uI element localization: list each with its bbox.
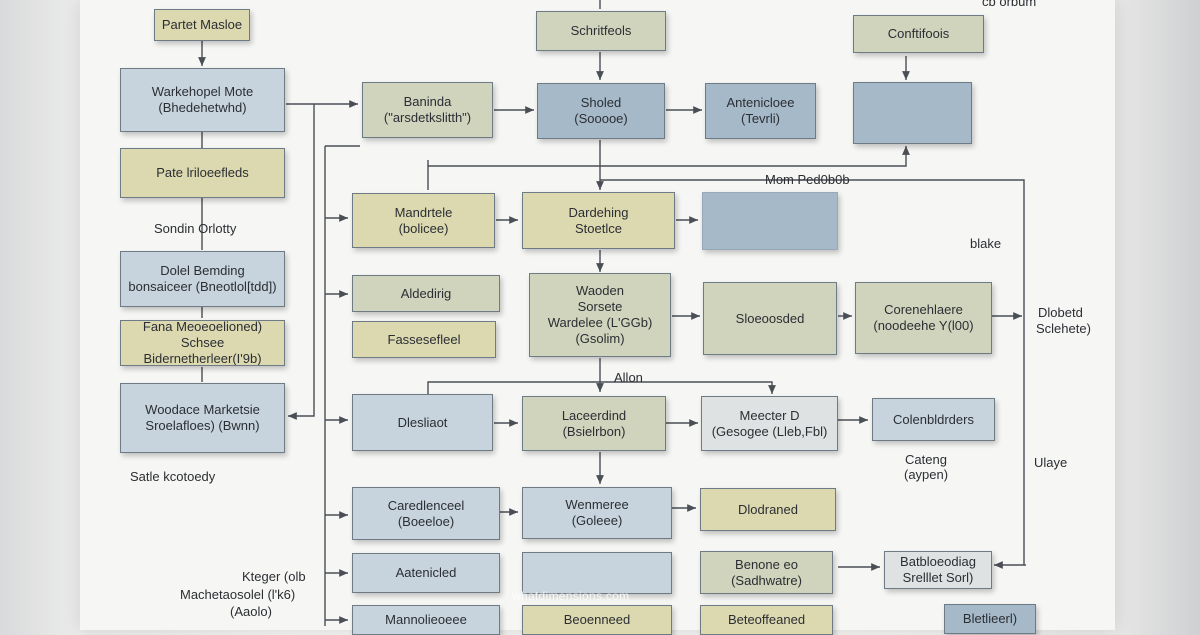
label-kteger: Kteger (olb: [242, 569, 306, 584]
node-partet-masloe: Partet Masloe: [154, 9, 250, 41]
watermark: whatdimensions.com: [512, 589, 630, 603]
label-satle: Satle kcotoedy: [130, 469, 216, 484]
node-baninda: Baninda ("arsdetkslitth"): [362, 82, 493, 138]
node-pate: Pate lriloeefleds: [120, 148, 285, 198]
node-blank-top-right: [853, 82, 972, 144]
node-laceerdind: Laceerdind (Bsielrbon): [522, 396, 666, 451]
connector: [288, 104, 315, 420]
node-woodace-marketsie: Woodace Marketsie Sroelafloes) (Bwnn): [120, 383, 285, 453]
node-beteoffeaned: Beteoffeaned: [700, 605, 833, 635]
node-beoenneed: Beoenneed: [522, 605, 672, 635]
label-blake: blake: [970, 236, 1002, 251]
node-blank-bottom: [522, 552, 672, 594]
node-dardehing: Dardehing Stoetlce: [522, 192, 675, 249]
node-schritfeols: Schritfeols: [536, 11, 666, 51]
label-aypen: (aypen): [904, 467, 949, 482]
node-caredlenceel: Caredlenceel (Boeeloe): [352, 487, 500, 540]
node-blank-middle: [702, 192, 838, 250]
node-aatenicled: Aatenicled: [352, 553, 500, 593]
node-fassesefleel: Fassesefleel: [352, 321, 496, 358]
connector: [427, 381, 776, 394]
label-dlobetd: Dlobetd: [1038, 305, 1083, 320]
node-mannolieoeee: Mannolieoeee: [352, 605, 500, 635]
node-batbloeodiag: Batbloeodiag Srelllet Sorl): [884, 551, 992, 589]
label-sondin: Sondin Orlotty: [154, 221, 237, 236]
label-aaolo: (Aaolo): [230, 604, 272, 619]
node-mandrtele: Mandrtele (bolicee): [352, 193, 495, 248]
node-benone: Benone eo (Sadhwatre): [700, 551, 833, 594]
label-machetaosolel: Machetaosolel (l'k6): [180, 587, 296, 602]
node-warkehopel-mote: Warkehopel Mote (Bhedehetwhd): [120, 68, 285, 132]
node-conftifoois: Conftifoois: [853, 15, 984, 53]
node-colenbldrders: Colenbldrders: [872, 398, 995, 441]
connector: [600, 179, 1025, 569]
node-fana: Fana Meoeoelioned) Schsee Bidernetherlee…: [120, 320, 285, 366]
node-wenmeree: Wenmeree (Goleee): [522, 487, 672, 539]
corner-text: cb orbum: [982, 0, 1037, 9]
node-dolel-bemding: Dolel Bemding bonsaiceer (Bneotlol[tdd]): [120, 251, 285, 307]
node-antenicloee: Antenicloee (Tevrli): [705, 83, 816, 139]
node-meecter-d: Meecter D (Gesogee (Lleb,Fbl): [701, 396, 838, 451]
node-dlodraned: Dlodraned: [700, 488, 836, 531]
label-sclehete: Sclehete): [1036, 321, 1091, 336]
connector: [427, 146, 910, 190]
node-sloeoosded: Sloeoosded: [703, 282, 837, 355]
label-allon: Allon: [614, 370, 643, 385]
label-cateng: Cateng: [905, 452, 947, 467]
node-dlesliaot: Dlesliaot: [352, 394, 493, 451]
node-waoden: Waoden Sorsete Wardelee (L'GGb) (Gsolim): [529, 273, 671, 357]
label-ulaye: Ulaye: [1034, 455, 1068, 470]
node-sholed: Sholed (Sooooe): [537, 83, 665, 139]
node-aldedirig: Aldedirig: [352, 275, 500, 312]
label-mom: Mom Ped0b0b: [765, 172, 850, 187]
node-corenehlaere: Corenehlaere (noodeehe Y(l00): [855, 282, 992, 354]
